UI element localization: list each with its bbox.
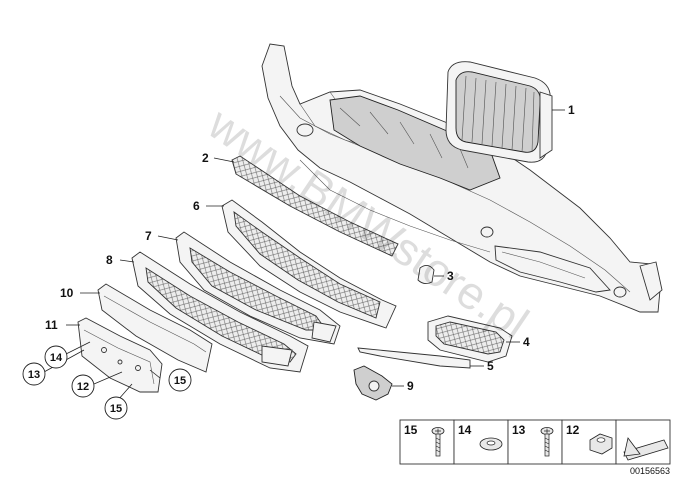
circled-callout-12: 12	[71, 374, 95, 398]
trim-strip	[357, 347, 471, 369]
hardware-legend: 15 14 13 12	[399, 419, 671, 465]
front-bumper	[261, 43, 663, 313]
svg-text:13: 13	[28, 369, 40, 381]
circled-callout-15-a: 15	[168, 368, 192, 392]
legend-label-13: 13	[512, 423, 526, 437]
legend-label-12: 12	[566, 423, 580, 437]
nut-icon	[589, 433, 613, 455]
callout-7: 7	[145, 229, 152, 243]
bracket-sensor	[353, 365, 393, 401]
side-grille-insert	[427, 315, 513, 363]
legend-label-15: 15	[404, 423, 418, 437]
callout-6: 6	[193, 199, 200, 213]
callout-11: 11	[45, 318, 58, 332]
center-grille	[221, 199, 397, 329]
svg-text:12: 12	[77, 381, 89, 393]
callout-9: 9	[407, 379, 414, 393]
grille-frame	[175, 231, 341, 345]
circled-callout-14: 14	[44, 345, 68, 369]
circled-callout-15-b: 15	[104, 396, 128, 420]
screw-icon	[540, 427, 554, 457]
callout-10: 10	[60, 286, 74, 300]
lower-grille	[131, 251, 309, 373]
legend-label-14: 14	[458, 423, 472, 437]
svg-text:14: 14	[50, 352, 63, 364]
screw-icon	[431, 427, 445, 457]
upper-grille-strip	[231, 155, 399, 257]
kidney-grille	[445, 61, 553, 163]
callout-4: 4	[523, 335, 530, 349]
cover-cap	[417, 265, 435, 285]
trim-panel	[97, 283, 213, 373]
callout-5: 5	[487, 359, 494, 373]
callout-3: 3	[447, 269, 454, 283]
diagram-id: 00156563	[630, 466, 670, 476]
callout-1: 1	[568, 103, 575, 117]
callout-labels: 1 2 3 4 5 6 7 8 9 10 11	[45, 103, 575, 393]
circled-callout-13: 13	[22, 362, 46, 386]
callout-8: 8	[106, 253, 113, 267]
washer-icon	[479, 437, 503, 451]
arrow-symbol-icon	[623, 437, 669, 461]
callout-2: 2	[202, 151, 209, 165]
svg-text:15: 15	[110, 403, 122, 415]
svg-text:15: 15	[174, 375, 186, 387]
circled-callouts: 14 13 12 15 15	[22, 345, 192, 420]
